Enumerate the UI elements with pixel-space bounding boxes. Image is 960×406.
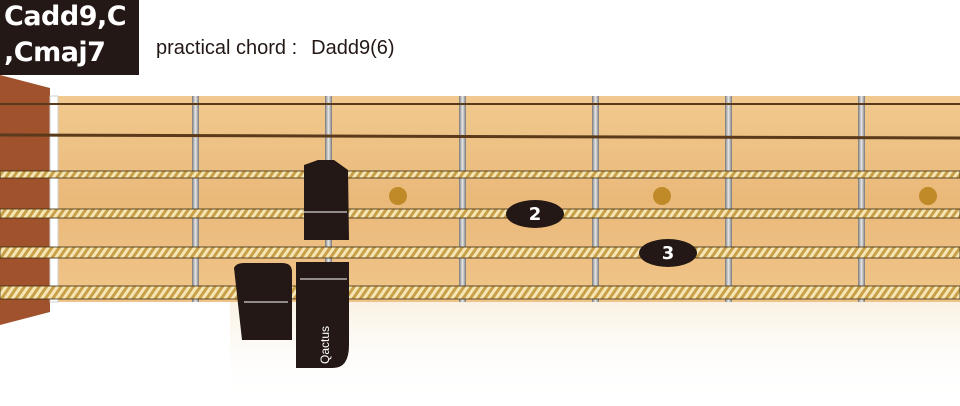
chord-title-line-2: ,Cmaj7 [4,37,106,68]
inlay-dot [389,187,407,205]
chord-title: Cadd9,C ,Cmaj7 [0,0,139,75]
finger-label: 2 [529,204,542,225]
fret-3 [459,96,466,302]
string-3 [0,170,960,179]
fret-5 [725,96,732,302]
practical-chord-name: Dadd9(6) [311,37,395,59]
fretboard-fade [230,302,960,402]
practical-chord-label: practical chord : [156,37,298,59]
nut-edge [49,95,59,303]
capo-clamp [296,262,349,368]
finger-marker-3: 3 [639,239,697,267]
string-2 [0,133,960,140]
capo: Qactus [234,160,349,368]
practical-chord: practical chord : Dadd9(6) [156,37,395,60]
capo-upper-pad [304,160,349,240]
nut [0,75,50,325]
fretboard-wood [55,96,960,302]
chord-title-line-1: Cadd9,C [4,1,127,32]
fret-1 [192,96,199,302]
fret-6 [858,96,865,302]
finger-marker-2: 2 [506,200,564,228]
capo-brand: Qactus [318,326,332,364]
string-6 [0,285,960,300]
string-4 [0,208,960,219]
fret-4 [592,96,599,302]
finger-label: 3 [662,243,675,264]
inlay-dot [919,187,937,205]
string-5 [0,246,960,259]
inlay-dot [653,187,671,205]
